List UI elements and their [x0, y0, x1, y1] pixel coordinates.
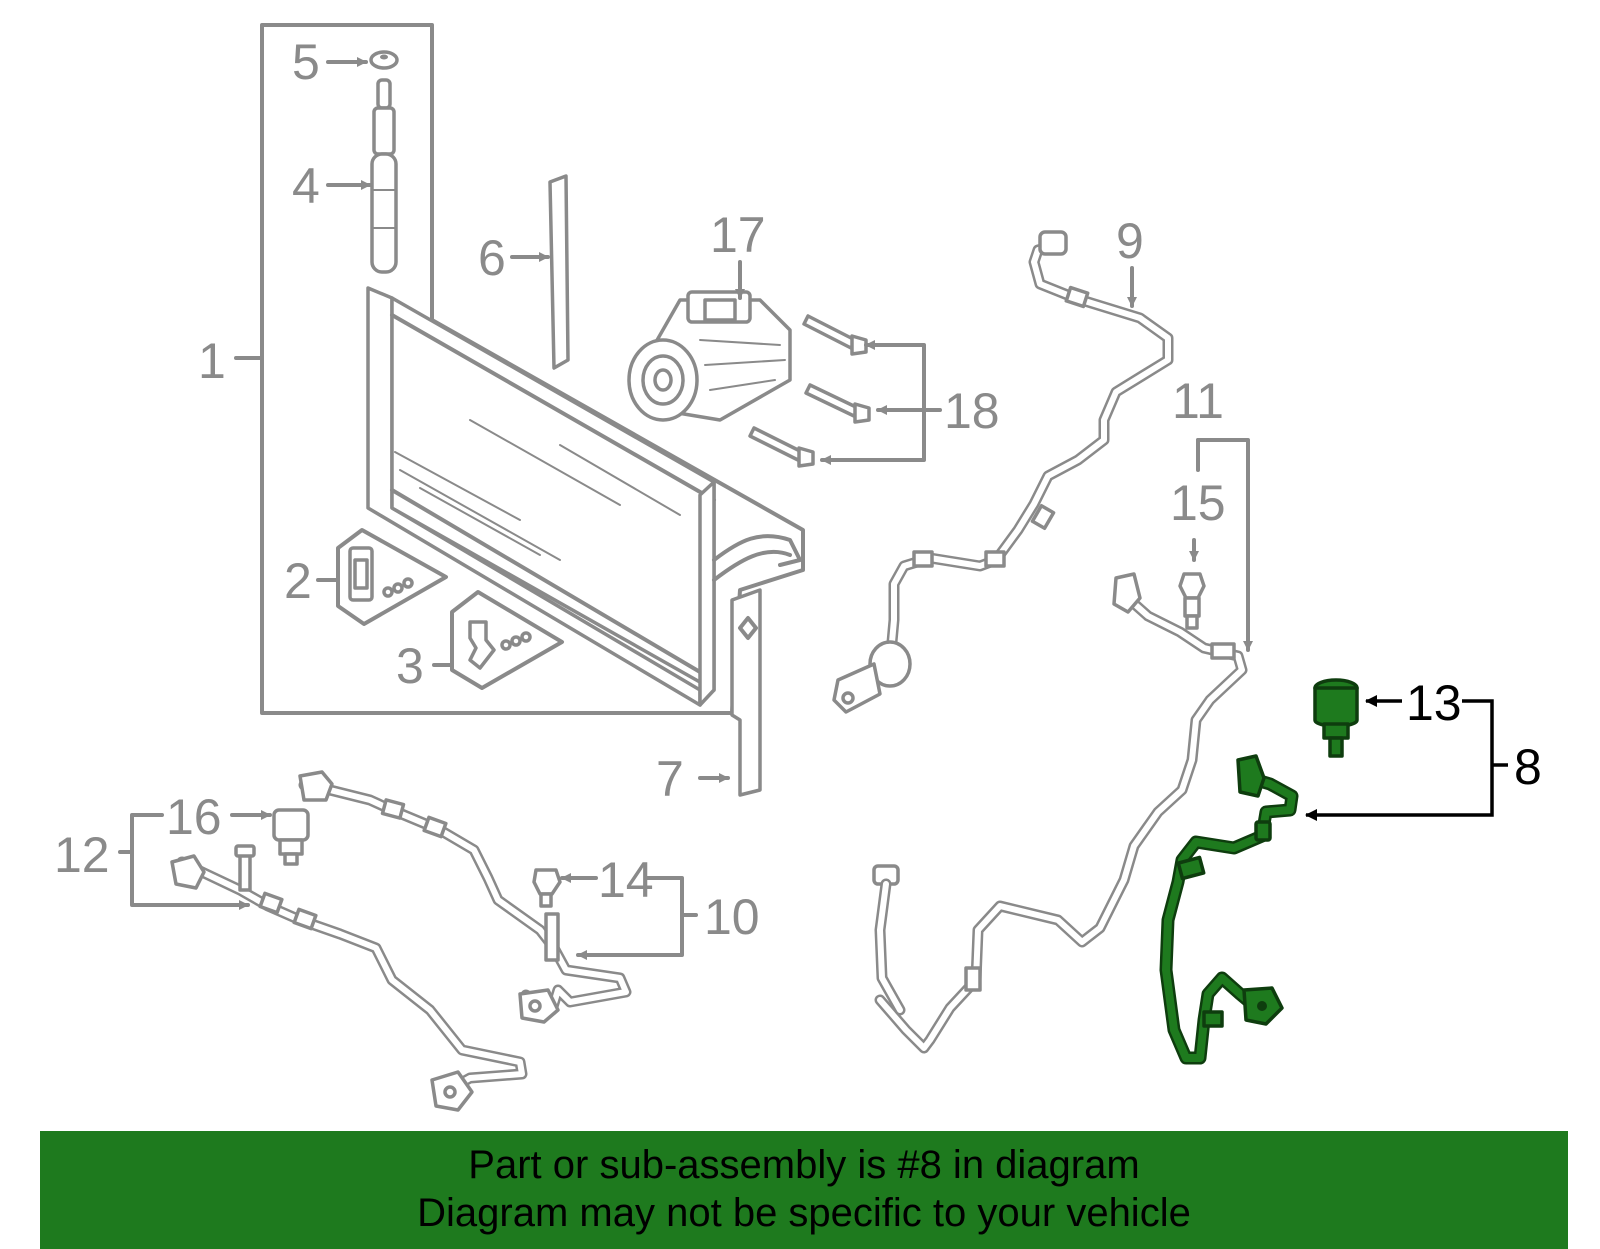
callout-3: 3 — [396, 638, 424, 694]
cap-5 — [369, 50, 399, 70]
callout-5: 5 — [292, 34, 320, 90]
hose-11 — [872, 572, 1248, 1054]
bracket-7 — [730, 588, 762, 797]
compressor-17 — [627, 290, 792, 422]
callout-17: 17 — [710, 207, 766, 263]
callout-4: 4 — [292, 158, 320, 214]
condenser-assembly-group — [260, 23, 805, 797]
banner-line-2: Diagram may not be specific to your vehi… — [417, 1191, 1191, 1235]
condenser-core — [366, 286, 802, 707]
bracket-kit-2 — [336, 528, 448, 626]
callout-11: 11 — [1172, 373, 1224, 429]
callout-15: 15 — [1170, 475, 1226, 531]
bracket-kit-3 — [450, 590, 564, 690]
callout-2: 2 — [284, 553, 312, 609]
callout-18: 18 — [944, 383, 1000, 439]
callout-14: 14 — [598, 852, 654, 908]
callout-9: 9 — [1116, 213, 1144, 269]
valve-14 — [532, 868, 562, 908]
hose-8-highlighted — [1159, 754, 1299, 1065]
banner-line-1: Part or sub-assembly is #8 in diagram — [468, 1143, 1140, 1187]
seal-strip-6 — [548, 174, 570, 370]
callout-1: 1 — [198, 333, 226, 389]
callout-labels: 1 2 3 4 5 6 7 8 9 10 11 12 13 14 15 16 1… — [54, 34, 1542, 945]
callout-12: 12 — [54, 827, 110, 883]
hose-10 — [298, 770, 632, 1024]
hose-12 — [170, 808, 528, 1112]
hose-9 — [832, 230, 1174, 714]
dryer-cartridge-4 — [370, 78, 398, 274]
leader-lines — [118, 57, 1508, 960]
valve-13-highlighted — [1313, 678, 1359, 758]
callout-10: 10 — [704, 889, 760, 945]
switch-16 — [272, 808, 310, 866]
callout-8: 8 — [1514, 739, 1542, 795]
callout-16: 16 — [166, 789, 222, 845]
valve-15 — [1178, 572, 1206, 630]
callout-6: 6 — [478, 230, 506, 286]
callout-13: 13 — [1406, 675, 1462, 731]
info-banner: Part or sub-assembly is #8 in diagram Di… — [40, 1131, 1568, 1249]
condenser-group-outline — [260, 23, 805, 715]
callout-7: 7 — [656, 751, 684, 807]
bolts-18 — [748, 314, 871, 468]
